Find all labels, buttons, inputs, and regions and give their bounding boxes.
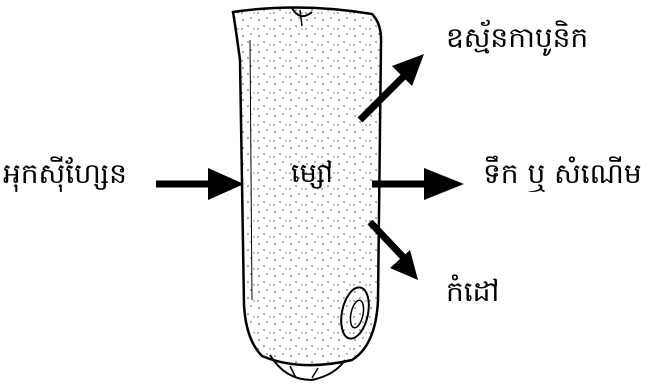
output-water-label: ទឹក ឬ សំណើម bbox=[483, 160, 642, 188]
seed-illustration bbox=[233, 7, 381, 380]
output-co2-label: ឧស្ម័នកាបូនិក bbox=[446, 24, 588, 52]
output-heat-label: កំដៅ bbox=[446, 278, 499, 306]
water-arrow bbox=[372, 168, 464, 200]
input-arrow bbox=[156, 168, 244, 200]
input-oxygen-label: អុកស៊ីហ្សែន bbox=[3, 160, 127, 188]
center-starch-label: ម្សៅ bbox=[291, 160, 333, 187]
